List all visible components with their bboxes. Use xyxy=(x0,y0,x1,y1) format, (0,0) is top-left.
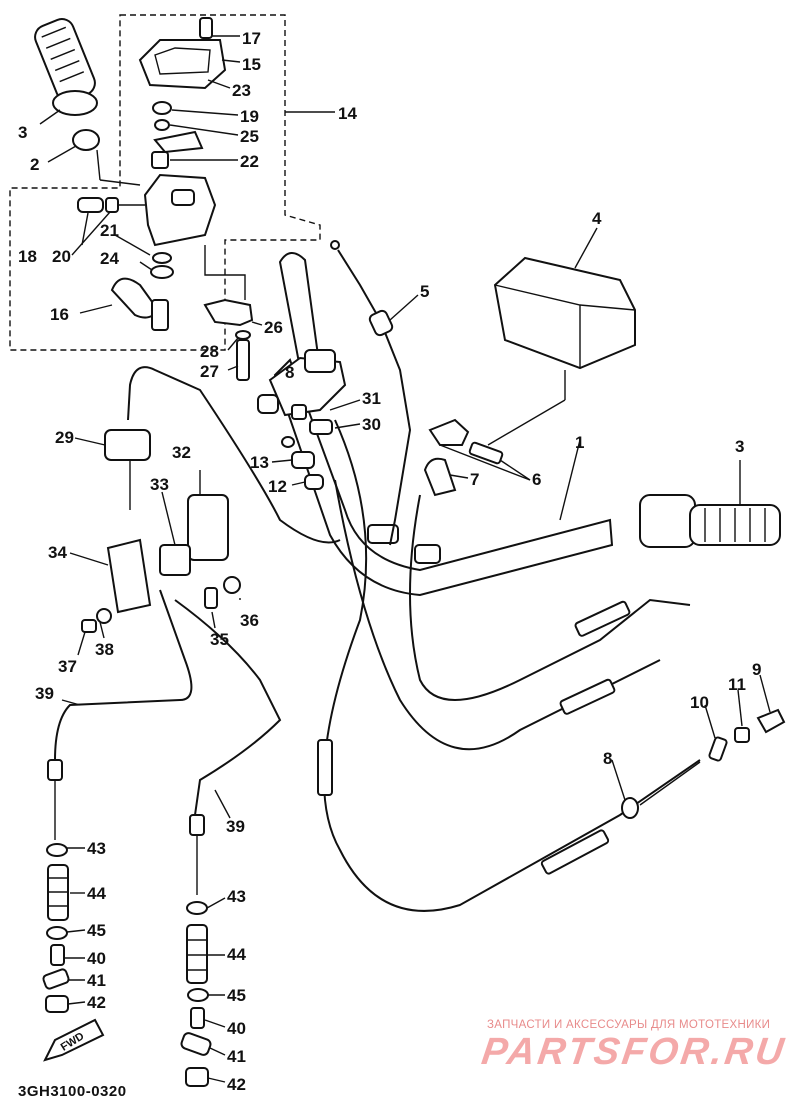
right-adjuster-stack xyxy=(180,835,226,1087)
callout-12: 12 xyxy=(268,477,287,496)
watermark-logo: PARTSFOR.RU xyxy=(479,1031,789,1073)
fwd-arrow xyxy=(43,1018,105,1062)
callout-13: 13 xyxy=(250,453,269,472)
callout-3-right: 3 xyxy=(735,437,744,456)
cable-bracket xyxy=(203,298,263,381)
switch-lower-housing xyxy=(71,173,246,331)
callout-18: 18 xyxy=(18,247,37,266)
callout-44-right: 44 xyxy=(227,945,246,964)
callout-39-right: 39 xyxy=(226,817,245,836)
callout-33: 33 xyxy=(150,475,169,494)
callout-6: 6 xyxy=(532,470,541,489)
cable-5 xyxy=(330,240,419,546)
callout-30: 30 xyxy=(362,415,381,434)
choke-and-cables xyxy=(69,366,341,656)
left-grip xyxy=(34,18,141,186)
right-grip xyxy=(639,460,781,548)
long-cable-8 xyxy=(317,419,701,912)
callout-3-left: 3 xyxy=(18,123,27,142)
callout-35: 35 xyxy=(210,630,229,649)
callout-34: 34 xyxy=(48,543,67,562)
lower-cables-39 xyxy=(47,589,282,836)
callout-45-right: 45 xyxy=(227,986,246,1005)
callout-22: 22 xyxy=(240,152,259,171)
callout-42-left: 42 xyxy=(87,993,106,1012)
callout-24: 24 xyxy=(100,249,119,268)
diagram-code: 3GH3100-0320 xyxy=(18,1083,127,1100)
callout-11: 11 xyxy=(728,675,746,694)
callout-28: 28 xyxy=(200,342,219,361)
callout-25: 25 xyxy=(240,127,259,146)
callout-40-right: 40 xyxy=(227,1019,246,1038)
callout-38: 38 xyxy=(95,640,114,659)
callout-31: 31 xyxy=(362,389,381,408)
callout-5: 5 xyxy=(420,282,429,301)
callout-26: 26 xyxy=(264,318,283,337)
left-adjuster-stack xyxy=(42,780,86,1013)
throttle-housing xyxy=(257,349,361,490)
callout-8-long: 8 xyxy=(603,749,612,768)
callout-45-left: 45 xyxy=(87,921,106,940)
switch-assembly-box xyxy=(9,14,335,351)
callout-8-top: 8 xyxy=(285,363,294,382)
callout-40-left: 40 xyxy=(87,949,106,968)
callout-15: 15 xyxy=(242,55,261,74)
switch-upper-housing xyxy=(138,17,241,169)
callout-10: 10 xyxy=(690,693,709,712)
callout-21: 21 xyxy=(100,221,119,240)
callout-2: 2 xyxy=(30,155,39,174)
callout-labels: 17 15 23 19 25 22 14 3 2 18 20 21 24 16 … xyxy=(18,29,761,1094)
callout-43-right: 43 xyxy=(227,887,246,906)
callout-4: 4 xyxy=(592,209,602,228)
lever-holder xyxy=(423,418,531,497)
adjuster-parts xyxy=(704,674,786,762)
callout-27: 27 xyxy=(200,362,219,381)
callout-23: 23 xyxy=(232,81,251,100)
callout-39-left: 39 xyxy=(35,684,54,703)
callout-20: 20 xyxy=(52,247,71,266)
callout-42-right: 42 xyxy=(227,1075,246,1094)
callout-37: 37 xyxy=(58,657,77,676)
callout-1: 1 xyxy=(575,433,584,452)
callout-14: 14 xyxy=(338,104,357,123)
callout-9: 9 xyxy=(752,660,761,679)
callout-16: 16 xyxy=(50,305,69,324)
watermark-tagline: ЗАПЧАСТИ И АКСЕССУАРЫ ДЛЯ МОТОТЕХНИКИ xyxy=(487,1019,771,1031)
callout-43-left: 43 xyxy=(87,839,106,858)
callout-41-right: 41 xyxy=(227,1047,246,1066)
callout-41-left: 41 xyxy=(87,971,106,990)
callout-36: 36 xyxy=(240,611,259,630)
handlebar-cover xyxy=(487,227,636,446)
callout-29: 29 xyxy=(55,428,74,447)
callout-32: 32 xyxy=(172,443,191,462)
brake-cables xyxy=(334,479,691,751)
callout-19: 19 xyxy=(240,107,259,126)
callout-17: 17 xyxy=(242,29,261,48)
callout-44-left: 44 xyxy=(87,884,106,903)
callout-7: 7 xyxy=(470,470,479,489)
